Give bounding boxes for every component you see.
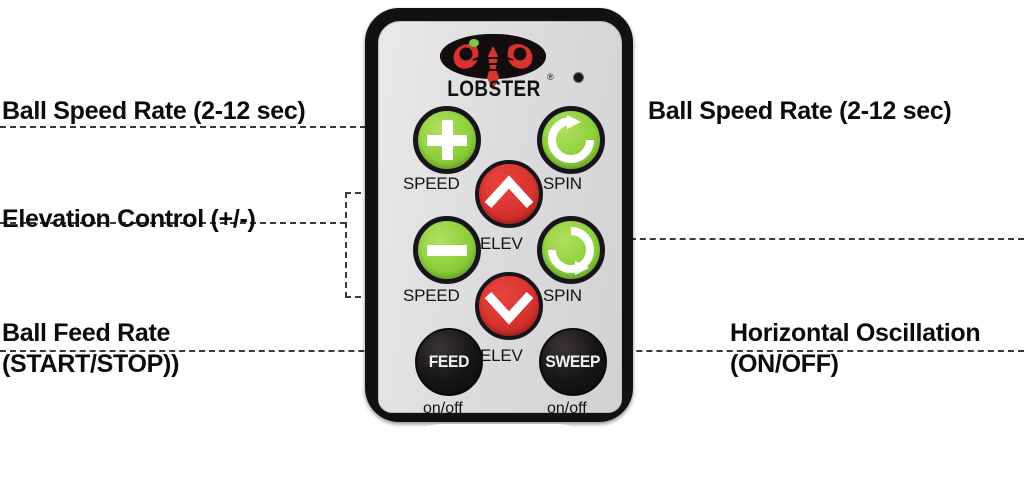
button-sweep-label: SWEEP (545, 352, 601, 371)
annotation-line-1: Ball Speed Rate (2-12 sec) (648, 97, 952, 125)
leader-line-speed-right (610, 238, 1024, 240)
remote-handle-cutout (416, 424, 582, 476)
caption-sweep-onoff: on/off (547, 400, 587, 417)
annotation-ball-speed-right: Ball Speed Rate (2-12 sec) (648, 96, 952, 127)
brand-wordmark: LOBSTER (447, 76, 541, 101)
annotation-ball-speed-left: Ball Speed Rate (2-12 sec) (2, 96, 306, 127)
rotate-counterclockwise-icon (548, 227, 594, 275)
caption-spin-top: SPIN (543, 174, 582, 193)
minus-icon (418, 221, 476, 279)
button-elevation-up[interactable] (475, 160, 543, 228)
annotation-horizontal-oscillation: Horizontal Oscillation (ON/OFF) (730, 318, 981, 380)
button-spin-topspin[interactable] (537, 106, 605, 174)
caption-elev-up: ELEV (480, 234, 523, 253)
annotation-line-2: (START/STOP)) (2, 350, 180, 378)
annotation-line-1: Horizontal Oscillation (730, 319, 981, 347)
leader-line-speed-left (0, 126, 396, 128)
plus-icon (418, 111, 476, 169)
annotation-elevation-control: Elevation Control (+/-) (2, 204, 256, 235)
button-elevation-down[interactable] (475, 272, 543, 340)
annotation-line-2: (ON/OFF) (730, 350, 839, 378)
button-sweep[interactable]: SWEEP (539, 328, 607, 396)
annotation-line-1: Elevation Control (+/-) (2, 205, 256, 233)
button-feed-label: FEED (428, 352, 470, 371)
leader-line-sweep (556, 350, 1024, 352)
caption-speed-up: SPEED (403, 174, 460, 193)
caption-spin-back: SPIN (543, 286, 582, 305)
button-feed[interactable]: FEED (415, 328, 483, 396)
remote-control: LOBSTER ® (360, 6, 638, 480)
button-speed-decrease[interactable] (413, 216, 481, 284)
leader-line-feed (0, 350, 434, 352)
caption-elev-down: ELEV (480, 346, 523, 365)
remote-faceplate: LOBSTER ® (378, 21, 622, 417)
leader-line-elev-bracket (345, 192, 347, 298)
chevron-up-icon (484, 175, 534, 209)
button-speed-increase[interactable] (413, 106, 481, 174)
annotation-line-1: Ball Speed Rate (2-12 sec) (2, 97, 306, 125)
led-indicator-icon (573, 72, 584, 83)
chevron-down-icon (484, 291, 534, 325)
leader-line-elev-stem (0, 222, 346, 224)
rotate-clockwise-icon (548, 115, 594, 163)
annotation-ball-feed-rate: Ball Feed Rate (START/STOP)) (2, 318, 179, 380)
annotation-line-1: Ball Feed Rate (2, 319, 171, 347)
caption-feed-onoff: on/off (423, 400, 463, 417)
lobster-logo-icon (440, 34, 546, 90)
caption-speed-down: SPEED (403, 286, 460, 305)
button-spin-backspin[interactable] (537, 216, 605, 284)
registered-trademark-mark: ® (547, 72, 554, 82)
